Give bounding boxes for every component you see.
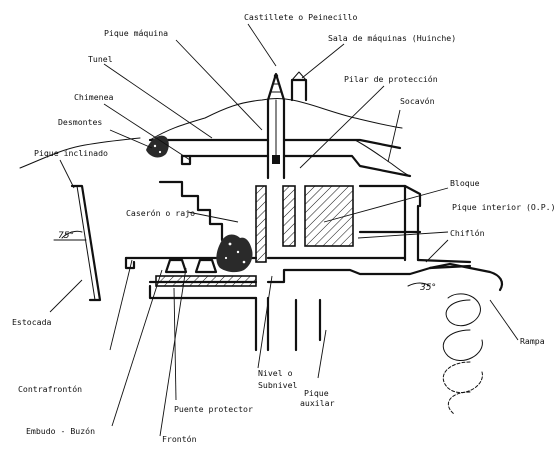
- pillar-center: [282, 185, 296, 247]
- hillside-right: [354, 139, 411, 177]
- headframe: [266, 72, 286, 102]
- label-fronton: Frontón: [162, 434, 197, 444]
- interior-shaft-right: [403, 184, 420, 262]
- inclined-shaft-inner: [76, 185, 96, 301]
- angle-75-arc: [61, 230, 83, 239]
- label-pique-auxiliar-2: auxilar: [300, 398, 335, 408]
- shaft-cage: [272, 155, 280, 164]
- label-angle-35: 35°: [420, 283, 436, 293]
- funnel-blocks: [164, 258, 218, 274]
- label-bloque: Bloque: [450, 178, 480, 188]
- label-nivel: Nivel o: [258, 368, 293, 378]
- label-sala-maquinas: Sala de máquinas (Huinche): [328, 33, 456, 43]
- label-tunel: Tunel: [88, 54, 113, 64]
- label-pique-maquina: Pique máquina: [104, 28, 168, 38]
- leader-lines: [49, 23, 519, 437]
- label-socavon: Socavón: [400, 96, 435, 106]
- adit-lower-wall: [180, 154, 412, 178]
- broken-rock-pile: [216, 234, 253, 273]
- winze-left: [254, 296, 270, 352]
- label-puente: Puente protector: [174, 404, 253, 414]
- label-subnivel: Subnivel: [258, 380, 298, 390]
- winze-aux: [294, 298, 322, 352]
- label-embudo: Embudo - Buzón: [26, 426, 95, 436]
- angle-35-arc: [407, 282, 431, 287]
- label-pique-interior: Pique interior (O.P.): [452, 202, 556, 212]
- label-estocada: Estocada: [12, 317, 52, 327]
- ramp-spiral: [442, 293, 483, 415]
- bridge-pillar: [155, 275, 257, 287]
- label-castillete: Castillete o Peinecillo: [244, 12, 357, 22]
- level-right-ramp: [428, 262, 504, 292]
- pillar-left: [255, 185, 267, 263]
- right-drift: [358, 184, 422, 234]
- label-rampa: Rampa: [520, 336, 545, 346]
- surface-terrain-left: [19, 137, 141, 169]
- label-contrafronton: Contrafrontón: [18, 384, 82, 394]
- label-caseron: Caserón o rajo: [126, 208, 195, 218]
- label-chimenea: Chimenea: [74, 92, 114, 102]
- surface-terrain: [149, 98, 403, 141]
- adit-upper-level: [148, 138, 402, 150]
- label-chiflon: Chiflón: [450, 228, 485, 238]
- label-angle-75: 75°: [58, 231, 74, 241]
- label-pilar: Pilar de protección: [344, 74, 438, 84]
- hoist-house: [290, 71, 308, 102]
- stope-outline: [158, 180, 224, 242]
- waste-dump-pile: [146, 135, 169, 158]
- label-pique-inclinado: Pique inclinado: [34, 148, 108, 158]
- label-pique-auxiliar-1: Pique: [304, 388, 329, 398]
- label-desmontes: Desmontes: [58, 117, 102, 127]
